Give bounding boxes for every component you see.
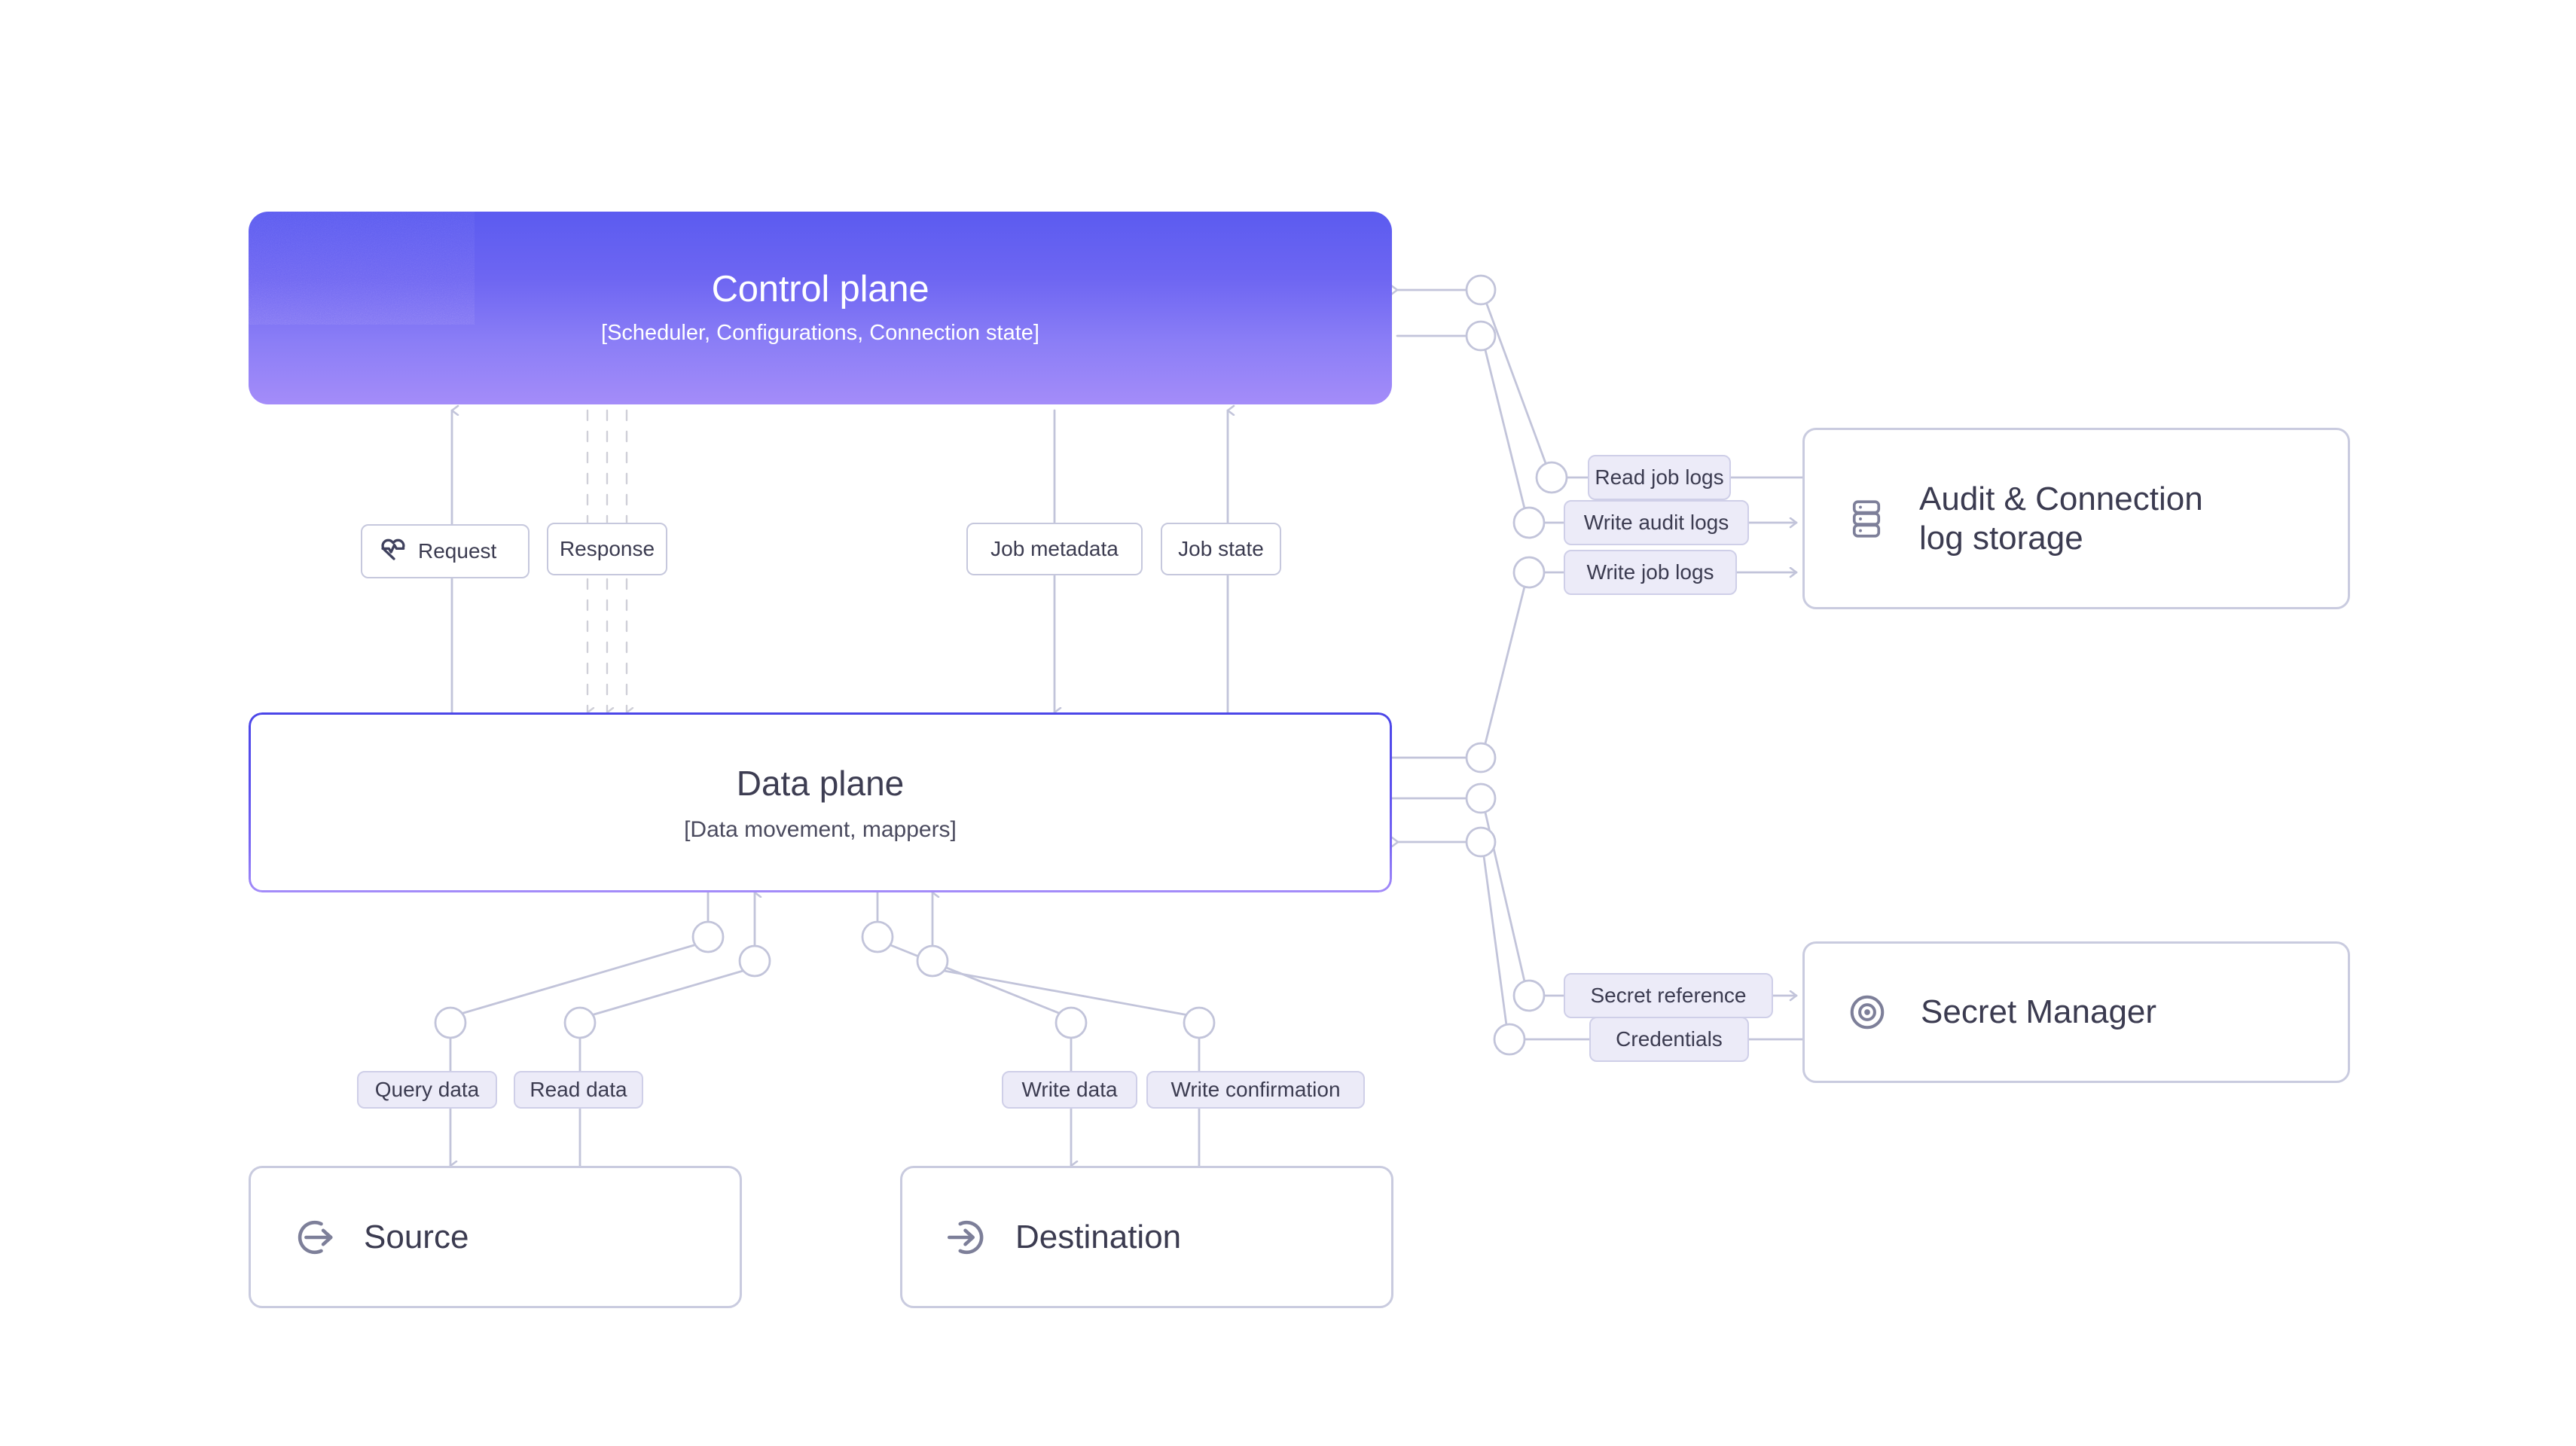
chip-read-job-logs-label: Read job logs [1595,465,1724,489]
chip-secret-reference-label: Secret reference [1590,984,1747,1007]
chip-secret-reference[interactable]: Secret reference [1564,973,1773,1018]
chip-request[interactable]: Request [361,524,530,578]
connector-node [1535,461,1568,494]
chip-write-audit-logs-label: Write audit logs [1583,511,1729,534]
chip-credentials-label: Credentials [1616,1027,1723,1051]
arrow-right-from-circle-icon [293,1216,337,1259]
connector-node [861,920,894,953]
data-plane-subtitle: [Data movement, mappers] [684,816,957,842]
connector-node [1512,979,1546,1012]
connector-node [1183,1006,1216,1039]
secret-manager-label: Secret Manager [1921,993,2157,1031]
chip-query-data[interactable]: Query data [357,1071,497,1109]
connector-node [1465,742,1497,773]
chip-job-state[interactable]: Job state [1161,523,1281,575]
connector-node [916,944,949,978]
chip-read-job-logs[interactable]: Read job logs [1588,455,1731,500]
chip-response-label: Response [559,537,655,560]
target-eye-icon [1847,992,1888,1033]
arrow-right-into-circle-icon [945,1216,988,1259]
chip-response[interactable]: Response [547,523,667,575]
connector-node [1512,506,1546,539]
connector-node [434,1006,467,1039]
chip-job-metadata[interactable]: Job metadata [966,523,1143,575]
connector-node [1465,274,1497,306]
data-plane-title: Data plane [736,763,905,803]
chip-write-data[interactable]: Write data [1002,1071,1137,1109]
chip-job-state-label: Job state [1178,537,1264,560]
chip-write-data-label: Write data [1021,1078,1118,1101]
connector-node [1512,556,1546,589]
chip-job-metadata-label: Job metadata [990,537,1119,560]
chip-write-audit-logs[interactable]: Write audit logs [1564,500,1749,545]
audit-log-storage-node[interactable]: Audit & Connection log storage [1802,428,2350,609]
connector-node [738,944,771,978]
chip-write-confirmation[interactable]: Write confirmation [1146,1071,1365,1109]
audit-log-storage-label: Audit & Connection log storage [1919,480,2203,558]
chip-query-data-label: Query data [374,1078,480,1101]
audit-log-storage-label-line2: log storage [1919,519,2083,557]
server-stack-icon [1847,497,1886,541]
connector-node [563,1006,597,1039]
control-plane-title: Control plane [711,268,929,310]
chip-write-confirmation-label: Write confirmation [1170,1078,1341,1101]
chip-read-data[interactable]: Read data [514,1071,643,1109]
control-plane-node[interactable]: Control plane [Scheduler, Configurations… [249,212,1392,404]
chip-write-job-logs-label: Write job logs [1586,560,1714,584]
chip-read-data-label: Read data [530,1078,627,1101]
destination-label: Destination [1015,1218,1182,1255]
source-label: Source [364,1218,469,1255]
secret-manager-node[interactable]: Secret Manager [1802,941,2350,1083]
grain-texture [249,212,475,325]
connector-node [1493,1023,1526,1056]
control-plane-subtitle: [Scheduler, Configurations, Connection s… [601,321,1039,346]
audit-log-storage-label-line1: Audit & Connection [1919,480,2203,517]
chip-credentials[interactable]: Credentials [1589,1017,1749,1062]
destination-node[interactable]: Destination [900,1166,1393,1308]
connector-node [691,920,725,953]
source-node[interactable]: Source [249,1166,742,1308]
connector-node [1465,782,1497,814]
connector-node [1465,826,1497,858]
connector-node [1055,1006,1088,1039]
data-plane-node[interactable]: Data plane [Data movement, mappers] [249,712,1392,892]
chip-request-label: Request [418,539,497,563]
chip-write-job-logs[interactable]: Write job logs [1564,550,1737,595]
heart-pulse-icon [379,535,407,569]
connector-node [1465,320,1497,352]
